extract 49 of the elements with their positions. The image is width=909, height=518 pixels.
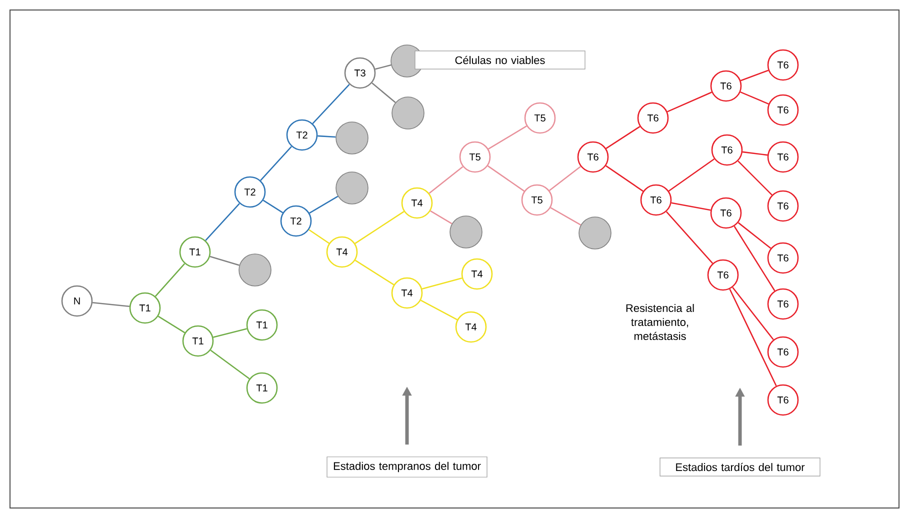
connector-line xyxy=(671,202,711,211)
text-box: Células no viables xyxy=(414,50,586,70)
connector-line xyxy=(210,256,240,266)
connector-line xyxy=(740,91,769,105)
connector-line xyxy=(309,196,338,214)
connector-line xyxy=(422,277,462,290)
connector-line xyxy=(375,64,392,70)
connector-line xyxy=(312,84,350,124)
nonviable-cell-circle xyxy=(336,122,368,154)
connector-line xyxy=(550,207,582,226)
connector-line xyxy=(158,316,186,334)
text-box: Estadios tardíos del tumor xyxy=(660,458,820,476)
connector-line xyxy=(488,165,525,192)
connector-line xyxy=(210,350,250,380)
nonviable-cell-circle xyxy=(578,216,612,250)
connector-line xyxy=(308,229,330,244)
annotation-text: Resistencia al tratamiento, metástasis xyxy=(626,304,694,340)
connector-line xyxy=(667,92,712,112)
connector-line xyxy=(549,166,581,191)
text-box: Estadios tempranos del tumor xyxy=(326,456,488,478)
nonviable-cell-circle xyxy=(238,254,272,286)
connector-line xyxy=(154,263,186,297)
connector-line xyxy=(729,288,777,386)
connector-line xyxy=(606,126,640,150)
connector-line xyxy=(740,70,769,82)
nonviable-cell-circle xyxy=(336,172,368,204)
connector-line xyxy=(738,160,772,196)
connector-line xyxy=(354,211,404,244)
connector-line xyxy=(318,135,336,138)
connector-line xyxy=(372,82,396,103)
connector-line xyxy=(732,286,774,340)
connector-line xyxy=(213,328,247,338)
connector-line xyxy=(668,158,715,192)
connector-line xyxy=(92,302,130,308)
connector-line xyxy=(430,210,452,224)
nonviable-cell-circle xyxy=(450,216,482,248)
connector-line xyxy=(428,166,464,194)
connector-line xyxy=(738,222,772,249)
nonviable-cell-circle xyxy=(392,96,424,130)
connector-line xyxy=(734,226,776,292)
connector-line xyxy=(205,203,240,241)
connector-line xyxy=(488,125,527,150)
connector-line xyxy=(666,211,714,264)
connector-line xyxy=(742,151,768,156)
connector-line xyxy=(420,300,458,320)
connector-line xyxy=(354,260,394,286)
connector-line xyxy=(606,165,644,192)
connector-line xyxy=(260,146,292,181)
connector-line xyxy=(262,200,284,214)
